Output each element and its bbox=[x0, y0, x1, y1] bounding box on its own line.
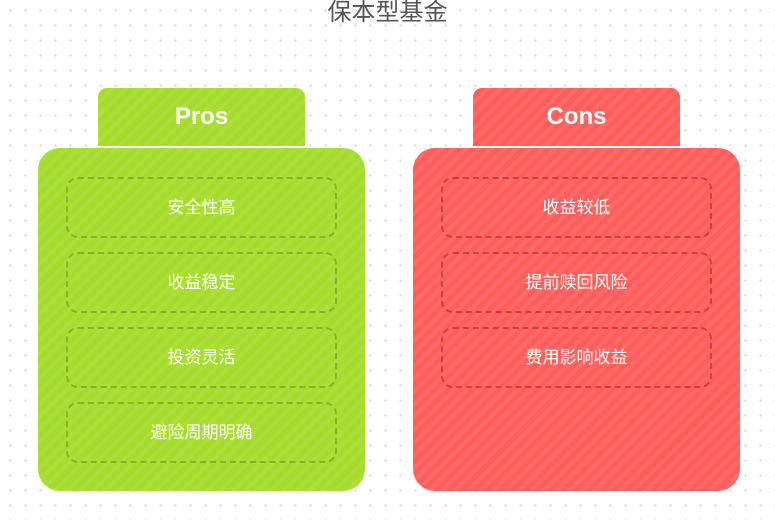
diagram-title: 保本型基金 bbox=[327, 0, 448, 26]
pros-item: 收益稳定 bbox=[66, 252, 337, 313]
pros-item: 投资灵活 bbox=[66, 327, 337, 388]
cons-header: Cons bbox=[473, 88, 680, 146]
cons-item: 费用影响收益 bbox=[441, 327, 712, 388]
cons-panel: 收益较低 提前赎回风险 费用影响收益 bbox=[413, 148, 740, 491]
pros-item: 避险周期明确 bbox=[66, 402, 337, 463]
pros-panel: 安全性高 收益稳定 投资灵活 避险周期明确 bbox=[38, 148, 365, 491]
cons-item: 收益较低 bbox=[441, 177, 712, 238]
pros-item: 安全性高 bbox=[66, 177, 337, 238]
pros-header: Pros bbox=[98, 88, 305, 146]
cons-item: 提前赎回风险 bbox=[441, 252, 712, 313]
